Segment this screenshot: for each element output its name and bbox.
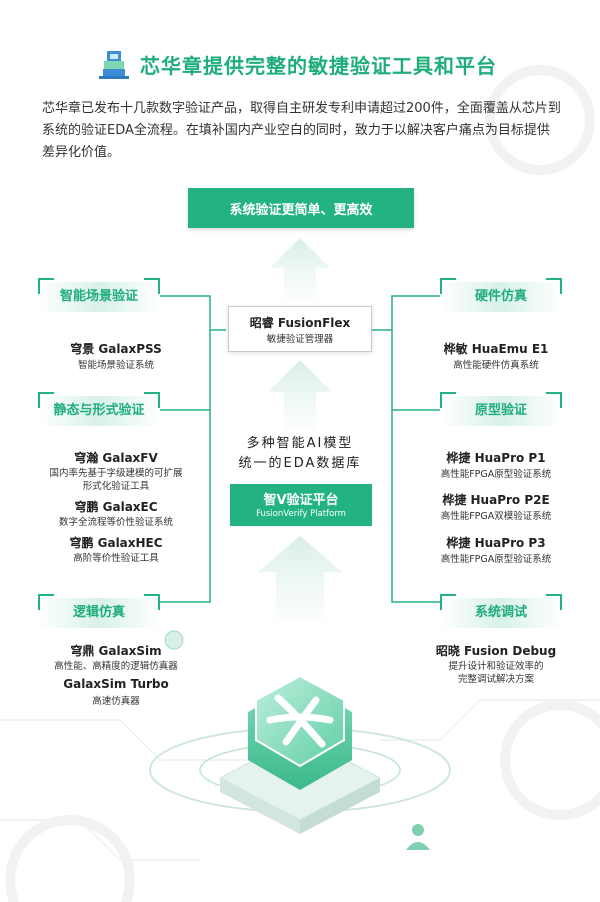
platform-banner: 智V验证平台 FusionVerify Platform xyxy=(230,484,372,526)
chip-stack-icon xyxy=(96,47,130,81)
x-logo-icon xyxy=(266,694,334,748)
product-name: 穹鼎 GalaxSim xyxy=(70,644,162,658)
person-icon xyxy=(406,824,430,850)
product-desc: 高性能FPGA原型验证系统 xyxy=(440,554,552,565)
product-name: GalaxSim Turbo xyxy=(63,677,169,691)
title-bar: 芯华章提供完整的敏捷验证工具和平台 xyxy=(96,46,516,82)
product-desc: 高性能FPGA原型验证系统 xyxy=(440,469,552,480)
product-desc: 高性能硬件仿真系统 xyxy=(453,360,539,371)
unified-text: 多种智能AI模型 统一的EDA数据库 xyxy=(222,434,378,474)
product-desc: 高性能FPGA双模验证系统 xyxy=(440,511,552,522)
product-name: 桦捷 HuaPro P3 xyxy=(446,536,546,550)
product-desc: 数字全流程等价性验证系统 xyxy=(58,517,173,528)
heading-prototype: 原型验证 xyxy=(440,392,562,426)
chip-illustration xyxy=(149,630,451,850)
left-connectors xyxy=(160,295,226,603)
product-name: 穹瀚 GalaxFV xyxy=(74,451,158,465)
unified-line-1: 多种智能AI模型 xyxy=(246,436,354,451)
product-desc: 高速仿真器 xyxy=(92,696,140,707)
heading-logic: 逻辑仿真 xyxy=(38,594,160,628)
product-desc: 高阶等价性验证工具 xyxy=(73,553,159,564)
intro-paragraph: 芯华章已发布十几款数字验证产品，取得自主研发专利申请超过200件，全面覆盖从芯片… xyxy=(42,101,561,160)
goal-banner: 系统验证更简单、更高效 xyxy=(188,188,414,228)
product-desc: 智能场景验证系统 xyxy=(77,360,154,371)
product-name: 桦捷 HuaPro P1 xyxy=(446,451,546,465)
product-name: 昭晓 Fusion Debug xyxy=(435,644,557,658)
right-connectors xyxy=(372,295,440,603)
fusionflex-desc: 敏捷验证管理器 xyxy=(266,334,334,345)
product-name: 桦敏 HuaEmu E1 xyxy=(443,342,549,356)
heading-debug: 系统调试 xyxy=(440,594,562,628)
page-title: 芯华章提供完整的敏捷验证工具和平台 xyxy=(140,53,497,78)
platform-name: 智V验证平台 xyxy=(263,493,339,508)
platform-sub: FusionVerify Platform xyxy=(256,509,346,519)
unified-line-2: 统一的EDA数据库 xyxy=(238,456,362,471)
product-name: 桦捷 HuaPro P2E xyxy=(442,493,550,507)
fusionflex-name: 昭睿 FusionFlex xyxy=(249,316,351,330)
heading-scenario: 智能场景验证 xyxy=(38,278,160,312)
product-desc: 提升设计和验证效率的 xyxy=(448,661,544,672)
product-name: 穹鹏 GalaxHEC xyxy=(69,536,163,550)
product-name: 穹鹏 GalaxEC xyxy=(74,500,158,514)
heading-emulation: 硬件仿真 xyxy=(440,278,562,312)
product-desc: 国内率先基于字级建模的可扩展 xyxy=(49,468,183,479)
product-desc: 形式化验证工具 xyxy=(82,481,150,492)
product-name: 穹景 GalaxPSS xyxy=(70,342,162,356)
heading-formal: 静态与形式验证 xyxy=(38,392,160,426)
product-desc: 完整调试解决方案 xyxy=(457,674,534,685)
center-arrows xyxy=(258,238,342,620)
product-desc: 高性能、高精度的逻辑仿真器 xyxy=(54,661,178,672)
fusionflex-card: 昭睿 FusionFlex 敏捷验证管理器 xyxy=(228,306,372,352)
